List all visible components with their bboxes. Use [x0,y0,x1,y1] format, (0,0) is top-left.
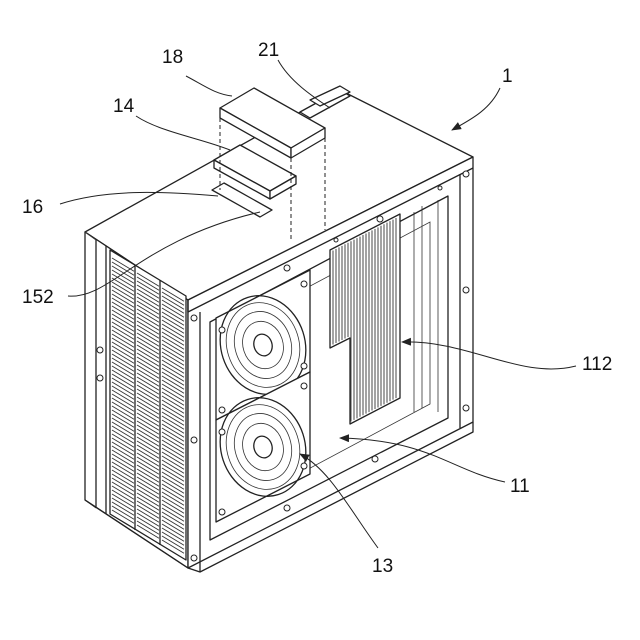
label-13: 13 [372,556,393,577]
left-heat-sink [110,250,186,560]
label-21: 21 [258,40,279,61]
label-152: 152 [22,287,54,308]
label-14: 14 [113,96,135,117]
label-18: 18 [162,47,183,68]
label-11: 11 [510,476,530,497]
label-16: 16 [22,197,43,218]
label-1: 1 [502,66,513,87]
label-112: 112 [582,354,612,375]
